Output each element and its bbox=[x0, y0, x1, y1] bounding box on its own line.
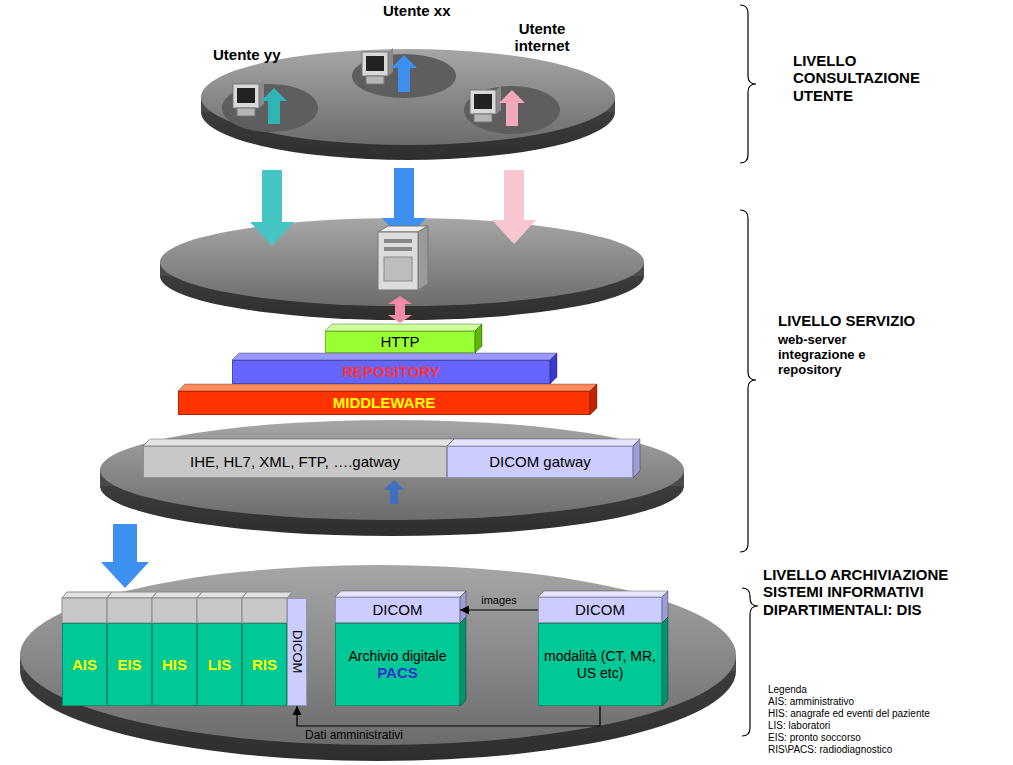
gateway-box: IHE, HL7, XML, FTP, ….gatway bbox=[143, 446, 447, 478]
dicom-interface: DICOM bbox=[335, 597, 460, 623]
box-side-face bbox=[550, 353, 557, 384]
monitor-icon bbox=[233, 80, 264, 116]
flow-arrow bbox=[261, 88, 287, 124]
system-cap bbox=[62, 592, 292, 623]
level-disk bbox=[100, 420, 684, 536]
level-disk bbox=[20, 565, 736, 761]
connector bbox=[460, 606, 538, 615]
node-text: HIS bbox=[162, 656, 187, 673]
level-title: LIVELLO ARCHIVIAZIONE SISTEMI INFORMATIV… bbox=[763, 566, 1003, 618]
legend-line: HIS: anagrafe ed eventi del paziente bbox=[768, 708, 930, 720]
node-text: DICOM bbox=[373, 601, 423, 618]
monitor-icon bbox=[362, 48, 393, 84]
box-side-face bbox=[475, 324, 482, 353]
arrow-head bbox=[293, 706, 302, 715]
box-top-face bbox=[232, 353, 557, 360]
legend-line: AIS: amministrativo bbox=[768, 696, 854, 708]
level-title: LIVELLO CONSULTAZIONE UTENTE bbox=[793, 52, 943, 104]
node-text: LIS bbox=[208, 656, 231, 673]
box-side-face bbox=[633, 439, 640, 478]
connector-line bbox=[460, 609, 538, 610]
system-box: RIS bbox=[242, 623, 287, 706]
node-text: RIS bbox=[252, 656, 277, 673]
system-box: LIS bbox=[197, 623, 242, 706]
modality-box: modalità (CT, MR, US etc) bbox=[538, 623, 662, 706]
flow-arrow bbox=[101, 524, 149, 588]
flow-arrow bbox=[492, 170, 536, 244]
node-text: Archivio digitale bbox=[348, 648, 446, 664]
edge-label: images bbox=[481, 594, 516, 607]
server-icon bbox=[378, 226, 428, 290]
repository-layer: REPOSITORY bbox=[232, 360, 550, 384]
level-disk bbox=[201, 49, 615, 160]
legend-line: RIS\PACS: radiodiagnostico bbox=[768, 744, 892, 756]
archive-box: Archivio digitalePACS bbox=[335, 623, 460, 706]
flow-arrow bbox=[391, 55, 417, 92]
connector bbox=[293, 706, 601, 726]
dicom-interface: DICOM bbox=[538, 597, 662, 623]
node-text: MIDDLEWARE bbox=[333, 394, 436, 411]
user-label: Utente yy bbox=[213, 46, 281, 63]
node-text: AIS bbox=[72, 656, 97, 673]
edge-label: Dati amministrativi bbox=[305, 729, 403, 743]
legend-line: Legenda bbox=[768, 684, 807, 696]
box-top-face bbox=[143, 439, 454, 446]
arrow-head bbox=[460, 606, 469, 615]
box-side-face bbox=[590, 384, 597, 415]
dicom-interface: DICOM bbox=[287, 598, 307, 706]
node-text: HTTP bbox=[380, 333, 419, 350]
flow-arrow bbox=[384, 480, 404, 504]
system-box: AIS bbox=[62, 623, 107, 706]
legend-line: EIS: pronto soccorso bbox=[768, 732, 861, 744]
system-box: EIS bbox=[107, 623, 152, 706]
level-title: LIVELLO SERVIZIO bbox=[778, 312, 915, 329]
node-text: REPOSITORY bbox=[342, 363, 440, 380]
level-subtitle: web-server integrazione e repository bbox=[778, 333, 893, 378]
flow-arrow bbox=[499, 90, 525, 126]
legend-line: LIS: laboratori bbox=[768, 720, 830, 732]
user-label: Utente xx bbox=[383, 2, 451, 19]
node-text: DICOM bbox=[290, 630, 305, 673]
monitor-icon bbox=[470, 86, 501, 122]
flow-arrow bbox=[250, 170, 294, 246]
node-text: DICOM bbox=[575, 601, 625, 618]
connector-line bbox=[297, 706, 600, 726]
protocol-layer: HTTP bbox=[325, 331, 475, 353]
system-box: HIS bbox=[152, 623, 197, 706]
node-text: DICOM gatway bbox=[489, 453, 591, 470]
box-side-face bbox=[460, 617, 466, 706]
gateway-box: DICOM gatway bbox=[447, 446, 633, 478]
box-top-face bbox=[447, 439, 640, 446]
node-text: modalità (CT, MR, US etc) bbox=[543, 648, 657, 680]
node-text: IHE, HL7, XML, FTP, ….gatway bbox=[190, 453, 400, 470]
user-label: Utente internet bbox=[503, 20, 581, 55]
node-text: EIS bbox=[117, 656, 141, 673]
middleware-layer: MIDDLEWARE bbox=[178, 391, 590, 415]
node-text: PACS bbox=[377, 664, 418, 681]
box-side-face bbox=[662, 617, 668, 706]
flow-arrow bbox=[388, 296, 412, 323]
box-top-face bbox=[178, 384, 597, 391]
level-brace bbox=[740, 5, 758, 736]
box-top-face bbox=[325, 324, 482, 331]
